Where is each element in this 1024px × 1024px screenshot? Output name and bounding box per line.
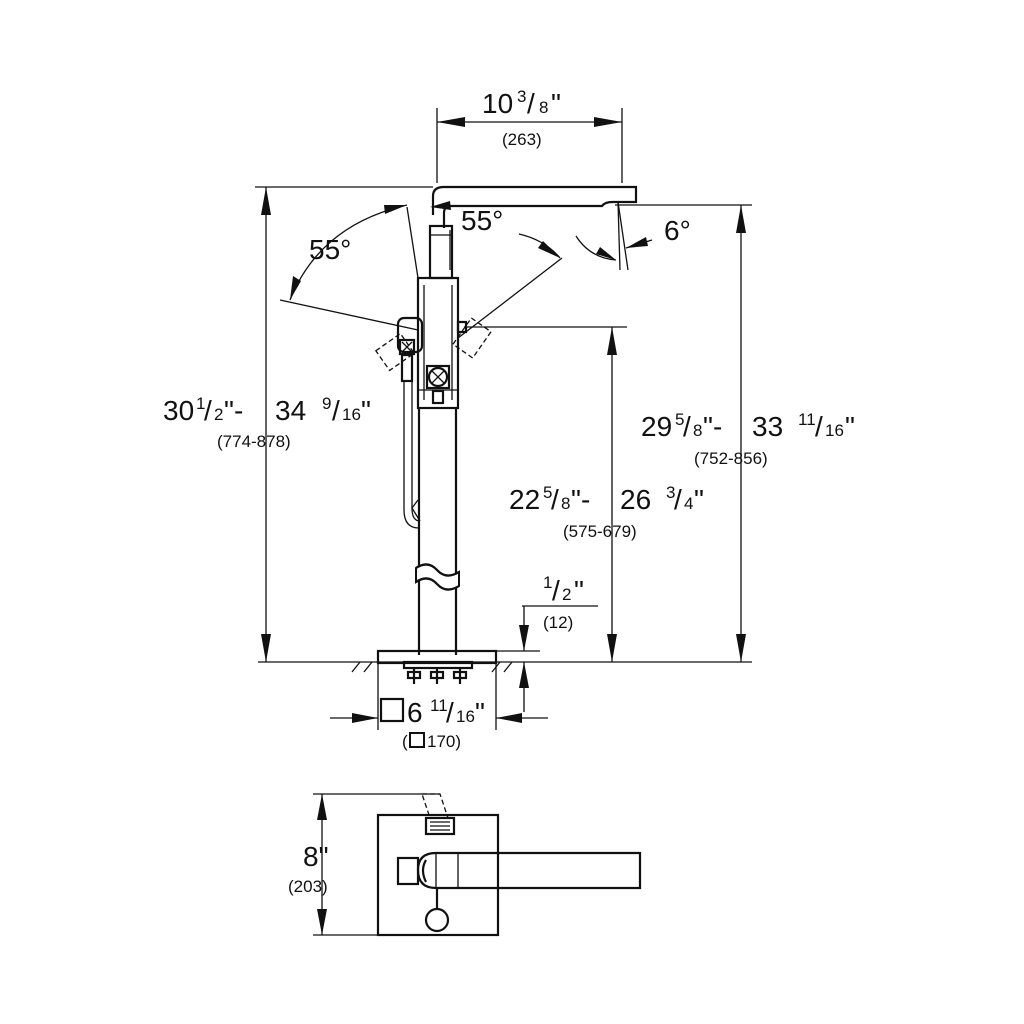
svg-text:": " [551,88,561,119]
svg-text:170): 170) [427,732,461,751]
svg-text:(263): (263) [502,130,542,149]
svg-text:/: / [674,484,682,515]
svg-text:22: 22 [509,484,540,515]
plan-base-plate [376,813,500,937]
valve-height-label: 22 5 / 8 "- 26 3 / 4 " (575-679) [509,483,704,541]
svg-text:10: 10 [482,88,513,119]
svg-text:16: 16 [456,707,475,726]
plan-knob [424,907,450,933]
svg-text:"-: "- [224,395,251,426]
svg-text:34: 34 [275,395,306,426]
svg-text:2: 2 [214,405,223,424]
svg-text:29: 29 [641,411,672,442]
svg-text:5: 5 [543,483,552,502]
control-knob [425,364,451,390]
svg-text:3: 3 [517,87,526,106]
svg-text:/: / [446,697,454,728]
svg-text:26: 26 [620,484,651,515]
svg-text:30: 30 [163,395,194,426]
valve-body [416,276,460,410]
floor-offset-label: 1 / 2 " (12) [543,573,584,632]
svg-text:1: 1 [196,394,205,413]
faucet-elevation [258,185,638,684]
faucet-plan-view [313,793,642,937]
svg-text:1: 1 [543,573,552,592]
svg-text:8: 8 [561,494,570,513]
svg-text:5: 5 [675,410,684,429]
hand-shower-holder [428,224,454,280]
svg-text:": " [574,575,584,606]
svg-text:/: / [204,395,212,426]
swivel-left-angle: 55° [309,234,351,265]
svg-text:(203): (203) [288,877,328,896]
svg-text:/: / [551,484,559,515]
spout-reach-label: 10 3 / 8 " (263) [482,87,561,149]
svg-text:2: 2 [562,585,571,604]
svg-text:/: / [683,411,691,442]
svg-text:6: 6 [407,697,423,728]
svg-text:(12): (12) [543,613,573,632]
overall-height-label: 30 1 / 2 "- 34 9 / 16 " (774-878) [163,394,371,451]
svg-text:/: / [552,575,560,606]
svg-text:": " [361,395,371,426]
svg-text:4: 4 [684,494,693,513]
svg-text:(774-878): (774-878) [217,432,291,451]
svg-text:"-: "- [571,484,598,515]
svg-text:/: / [527,88,535,119]
svg-text:16: 16 [342,405,361,424]
svg-text:8: 8 [693,421,702,440]
square-symbol-icon [379,697,405,723]
svg-text:9: 9 [322,394,331,413]
svg-text:8: 8 [539,98,548,117]
spout-tilt-angle: 6° [664,215,691,246]
spout-height-label: 29 5 / 8 "- 33 11 / 16 " (752-856) [641,410,855,468]
svg-text:3: 3 [666,483,675,502]
svg-text:8": 8" [303,841,329,872]
svg-text:11: 11 [798,410,816,429]
svg-text:/: / [815,411,823,442]
svg-text:"-: "- [703,411,730,442]
svg-text:33: 33 [752,411,783,442]
square-symbol-small-icon [409,732,425,748]
svg-text:(752-856): (752-856) [694,449,768,468]
svg-text:(575-679): (575-679) [563,522,637,541]
svg-text:16: 16 [825,421,844,440]
base-plate-label: 6 11 / 16 " ( 170) [379,696,485,751]
swivel-right-angle: 55° [461,205,503,236]
svg-text:": " [845,411,855,442]
hand-shower-hose [403,382,420,529]
svg-text:": " [475,697,485,728]
svg-text:": " [694,484,704,515]
dimension-lines [255,108,752,730]
svg-text:(: ( [402,732,408,751]
plan-depth-label: 8" (203) [288,841,329,896]
plan-spout-arm [416,851,642,890]
svg-text:/: / [332,395,340,426]
svg-text:11: 11 [430,696,448,715]
